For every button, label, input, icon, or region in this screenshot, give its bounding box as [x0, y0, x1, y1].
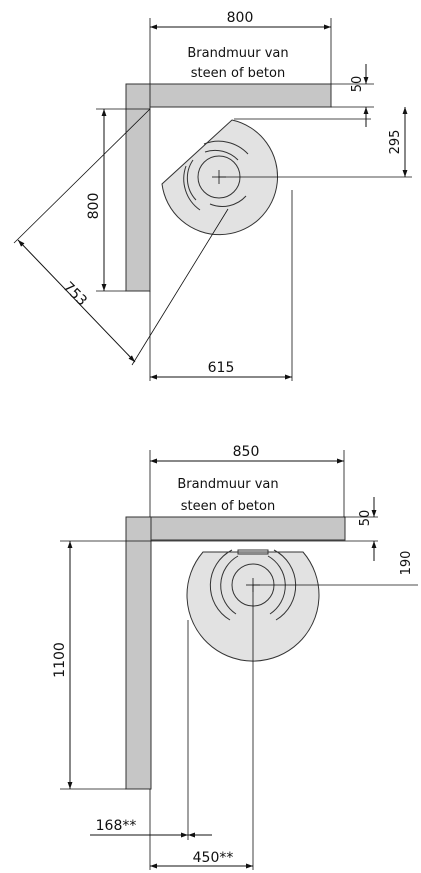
wall-label-line2: steen of beton	[191, 66, 285, 81]
dim-left-offset: 168**	[96, 818, 137, 834]
dim-center-offset: 295	[388, 130, 403, 155]
dim-side-length: 800	[86, 193, 102, 220]
dim-bottom-width: 615	[208, 360, 235, 376]
dim-wall-thickness: 50	[350, 76, 365, 93]
wall-label-line1: Brandmuur van	[187, 46, 288, 61]
fire-wall	[125, 83, 332, 292]
dim-wall-thickness: 50	[358, 510, 373, 527]
dim-center-offset: 190	[399, 551, 414, 576]
dim-bottom-width: 450**	[193, 850, 234, 866]
fire-wall	[125, 516, 346, 790]
dimension-lines	[67, 458, 377, 869]
wall-label-line2: steen of beton	[181, 499, 275, 514]
extension-lines	[60, 450, 418, 870]
dimension-lines	[17, 24, 408, 380]
dim-top-width: 800	[227, 10, 254, 26]
corner-diagram: Brandmuur van steen of beton 800 50 295 …	[13, 10, 412, 381]
straight-diagram: Brandmuur van steen of beton 850 50 190 …	[52, 444, 418, 870]
dim-side-length: 1100	[52, 642, 68, 678]
dim-top-width: 850	[233, 444, 260, 460]
wall-label-line1: Brandmuur van	[177, 477, 278, 492]
dim-diagonal: 753	[60, 279, 90, 309]
